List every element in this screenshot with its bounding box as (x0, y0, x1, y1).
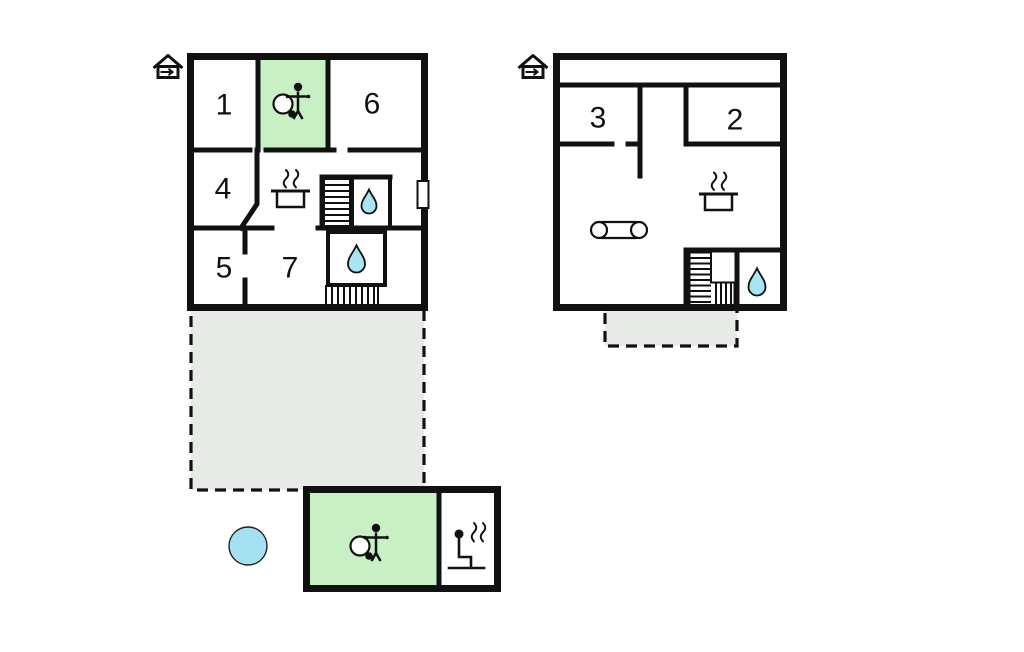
shower-icon (272, 82, 311, 120)
wall (237, 147, 260, 232)
stairs-icon (325, 285, 379, 306)
arrow (525, 68, 540, 76)
room-5-label: 5 (216, 252, 233, 285)
person-hand (306, 94, 311, 99)
sofa-armrest (629, 220, 649, 240)
heat-waves (470, 522, 478, 543)
balcony-area (603, 306, 739, 348)
balcony (603, 306, 739, 348)
stairs-outline (325, 285, 379, 306)
person-head (371, 523, 381, 533)
stove-icon (271, 169, 310, 209)
terrace (189, 307, 426, 492)
bathroom-walls (350, 175, 392, 230)
stairs-treads (689, 257, 711, 303)
sauna-building (303, 486, 501, 592)
room-7-label: 7 (282, 252, 299, 285)
pot-body (275, 189, 306, 209)
person-leg (374, 552, 382, 562)
water-drop-icon (747, 266, 767, 297)
house-roof (517, 54, 549, 70)
steam (282, 169, 290, 189)
house-roof (152, 54, 184, 70)
stairs-treads (715, 282, 732, 305)
sauna-icon (447, 522, 487, 570)
room-1-label: 1 (216, 89, 233, 122)
water-drop-icon (360, 187, 378, 215)
entrance-icon (517, 54, 549, 79)
steam (292, 169, 300, 189)
shower-basin (272, 93, 294, 115)
shower-drain (365, 552, 373, 560)
steam (710, 171, 718, 191)
shower-basin (349, 535, 371, 557)
steam (720, 171, 728, 191)
heat-waves (479, 522, 487, 543)
first-floor-outline (553, 53, 787, 311)
stairs-icon (323, 178, 351, 227)
terrace-area (189, 307, 426, 492)
person-head (293, 82, 303, 92)
stairs-icon (688, 251, 736, 306)
stairs-treads (324, 184, 350, 222)
person-leg (370, 552, 378, 562)
person-hand (385, 535, 389, 540)
pot-body (703, 192, 734, 212)
person-hand (285, 94, 290, 99)
sofa-armrest (589, 220, 609, 240)
room-6-label: 6 (364, 88, 381, 121)
room-2-label: 2 (727, 104, 744, 137)
shower-icon (349, 523, 389, 562)
room-4-label: 4 (215, 173, 232, 206)
entrance-icon (152, 54, 184, 79)
ground-floor-plan: 1 4 5 6 7 (187, 53, 430, 311)
person-hand (363, 535, 367, 540)
arrow (160, 68, 175, 76)
sofa-icon (589, 220, 649, 240)
door-opening (416, 180, 430, 209)
seated-person (447, 537, 486, 570)
water-drop-icon (347, 243, 366, 274)
person-leg (292, 110, 300, 120)
first-floor-plan: 3 2 (553, 53, 787, 311)
stairs-treads (331, 286, 375, 305)
person-leg (296, 110, 304, 120)
interior-walls (553, 82, 787, 311)
shower-room (310, 493, 439, 585)
room-3-label: 3 (590, 102, 607, 135)
person-head (454, 529, 464, 539)
stove-icon (699, 171, 738, 212)
hot-tub (228, 526, 268, 566)
